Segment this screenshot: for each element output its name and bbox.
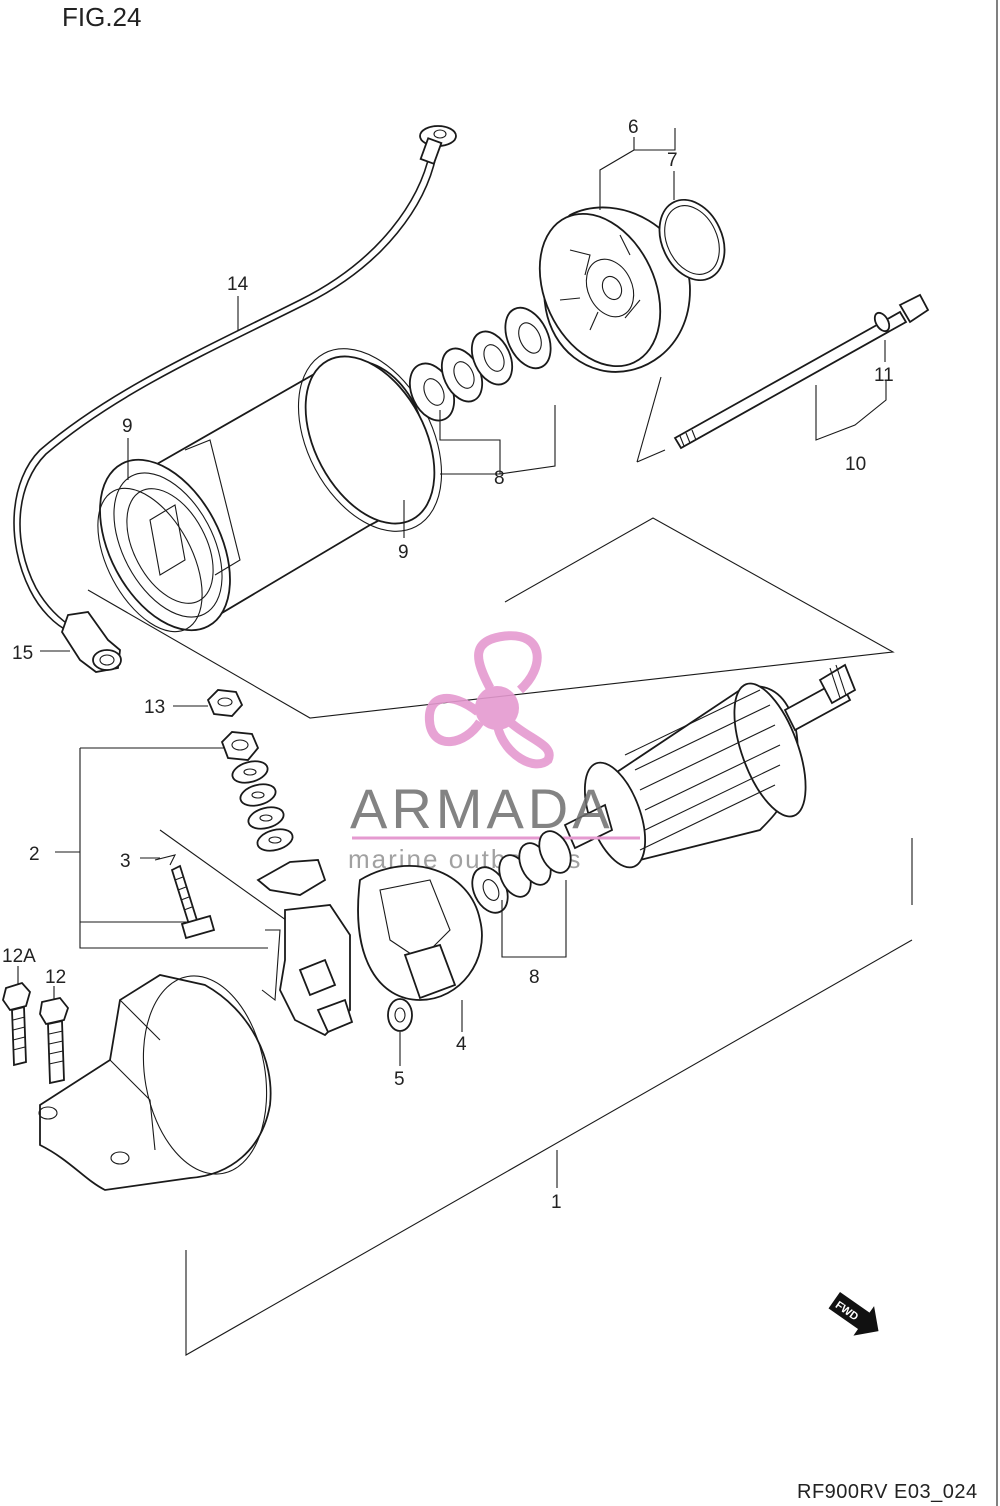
armature	[563, 663, 857, 869]
leader-lines	[17, 128, 887, 1188]
lead-wire-part-14	[13, 125, 457, 633]
washers-part-8-upper	[408, 306, 552, 422]
callout-2: 2	[29, 844, 40, 865]
bolt-part-12	[39, 996, 70, 1085]
callout-10: 10	[845, 454, 866, 475]
callout-4: 4	[456, 1034, 467, 1055]
watermark-logo	[424, 631, 554, 769]
through-bolt-part-10	[673, 293, 930, 450]
callout-3: 3	[120, 851, 131, 872]
callout-5: 5	[394, 1069, 405, 1090]
callout-7: 7	[667, 150, 678, 171]
yoke-housing	[97, 348, 443, 633]
callout-15: 15	[12, 643, 33, 664]
nut-part-13	[206, 689, 244, 717]
callout-9-lower: 9	[398, 542, 409, 563]
terminal-bolt-part-3	[154, 854, 216, 940]
callout-12a: 12A	[2, 946, 36, 967]
callout-14: 14	[227, 274, 249, 295]
bolt-part-12a	[2, 981, 32, 1067]
diagram-code: RF900RV E03_024	[797, 1481, 978, 1503]
fwd-arrow-icon: FWD	[828, 1292, 879, 1336]
callout-labels: 14 9 9 8 6 7 11 10 15 13 2 3 12A 12 8 4 …	[2, 117, 894, 1213]
callout-13: 13	[144, 697, 165, 718]
washers-part-8-lower	[471, 830, 572, 914]
part-1-guide-lines	[185, 838, 913, 1356]
callout-11: 11	[874, 365, 894, 386]
callout-9-left: 9	[122, 416, 133, 437]
propeller-hub	[475, 686, 519, 730]
end-cover-part-6	[538, 206, 691, 373]
callout-1: 1	[551, 1192, 562, 1213]
watermark-brand: ARMADA	[350, 777, 614, 840]
front-housing	[38, 974, 272, 1191]
propeller-blade-3	[493, 718, 554, 769]
callout-8-upper: 8	[494, 468, 505, 489]
upper-guide-lines	[87, 376, 895, 719]
propeller-blade-1	[474, 631, 542, 694]
figure-title: FIG.24	[62, 2, 141, 32]
o-ring-part-7	[658, 198, 726, 282]
callout-12: 12	[45, 967, 66, 988]
brush-holder-part-4	[261, 865, 483, 1037]
propeller-blade-2	[424, 693, 484, 746]
callout-8-lower: 8	[529, 967, 540, 988]
callout-6: 6	[628, 117, 639, 138]
boot-part-15	[61, 611, 122, 673]
terminal-kit-part-2	[220, 731, 327, 896]
